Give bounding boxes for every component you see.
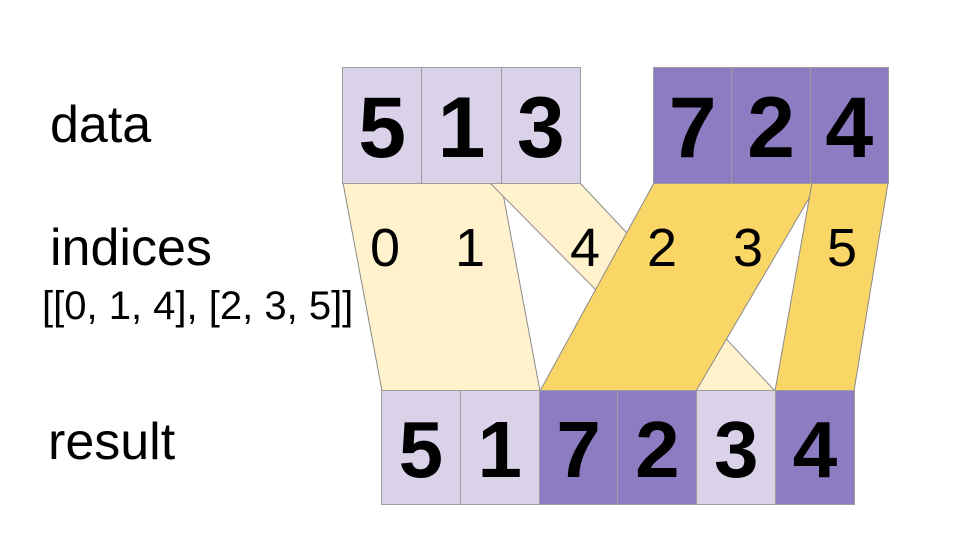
result-cell: 7	[539, 391, 619, 504]
result-label: result	[48, 413, 176, 471]
data-array-group-2: 7 2 4	[653, 67, 889, 184]
ribbon-data1-to-result-0-1	[342, 182, 541, 392]
index-label: 1	[454, 218, 486, 278]
data-cell: 5	[343, 68, 423, 183]
index-label: 5	[826, 218, 858, 278]
index-label: 4	[569, 218, 601, 278]
index-label: 2	[646, 218, 678, 278]
result-cell: 3	[697, 391, 777, 504]
index-label: 3	[732, 218, 764, 278]
result-cell: 1	[460, 391, 540, 504]
data-cell: 4	[810, 68, 888, 183]
data-cell: 3	[501, 68, 580, 183]
indices-label: indices	[50, 219, 212, 277]
result-cell: 4	[776, 391, 854, 504]
indices-value-label: [[0, 1, 4], [2, 3, 5]]	[42, 284, 354, 328]
result-cell: 5	[382, 391, 461, 504]
index-label: 0	[369, 218, 401, 278]
data-array-group-1: 5 1 3	[342, 67, 581, 184]
data-label: data	[50, 96, 152, 154]
data-cell: 7	[654, 68, 733, 183]
data-cell: 2	[732, 68, 811, 183]
result-array: 5 1 7 2 3 4	[381, 390, 855, 505]
data-cell: 1	[422, 68, 502, 183]
result-cell: 2	[618, 391, 698, 504]
